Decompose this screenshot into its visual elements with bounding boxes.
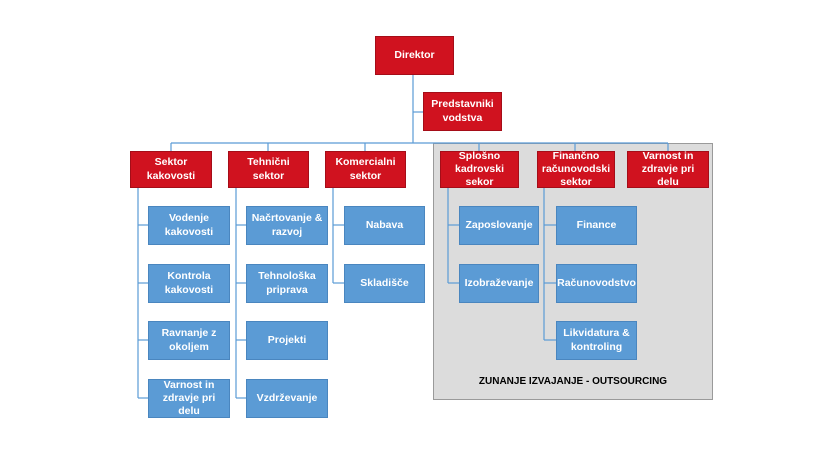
sector-quality: Sektor kakovosti: [130, 151, 212, 188]
unit-quality-control: Kontrola kakovosti: [148, 264, 230, 303]
unit-technology-preparation: Tehnološka priprava: [246, 264, 328, 303]
unit-quality-management: Vodenje kakovosti: [148, 206, 230, 245]
representatives-box: Predstavniki vodstva: [423, 92, 502, 131]
unit-design-development: Načrtovanje & razvoj: [246, 206, 328, 245]
sector-general-hr: Splošno kadrovski sekor: [440, 150, 519, 188]
sector-safety: Varnost in zdravje pri delu: [627, 150, 709, 188]
director-box: Direktor: [375, 36, 454, 75]
unit-projects: Projekti: [246, 321, 328, 360]
unit-employment: Zaposlovanje: [459, 206, 539, 245]
unit-health-safety: Varnost in zdravje pri delu: [148, 379, 230, 418]
unit-warehouse: Skladišče: [344, 264, 425, 303]
unit-procurement: Nabava: [344, 206, 425, 245]
outsourcing-label: ZUNANJE IZVAJANJE - OUTSOURCING: [478, 376, 668, 387]
unit-accounting: Računovodstvo: [556, 264, 637, 303]
unit-liquidation-controlling: Likvidatura & kontroling: [556, 321, 637, 360]
unit-finance: Finance: [556, 206, 637, 245]
unit-maintenance: Vzdrževanje: [246, 379, 328, 418]
sector-commercial: Komercialni sektor: [325, 151, 406, 188]
unit-environment: Ravnanje z okoljem: [148, 321, 230, 360]
sector-technical: Tehnični sektor: [228, 151, 309, 188]
sector-finance: Finančno računovodski sektor: [537, 150, 615, 188]
unit-education: Izobraževanje: [459, 264, 539, 303]
